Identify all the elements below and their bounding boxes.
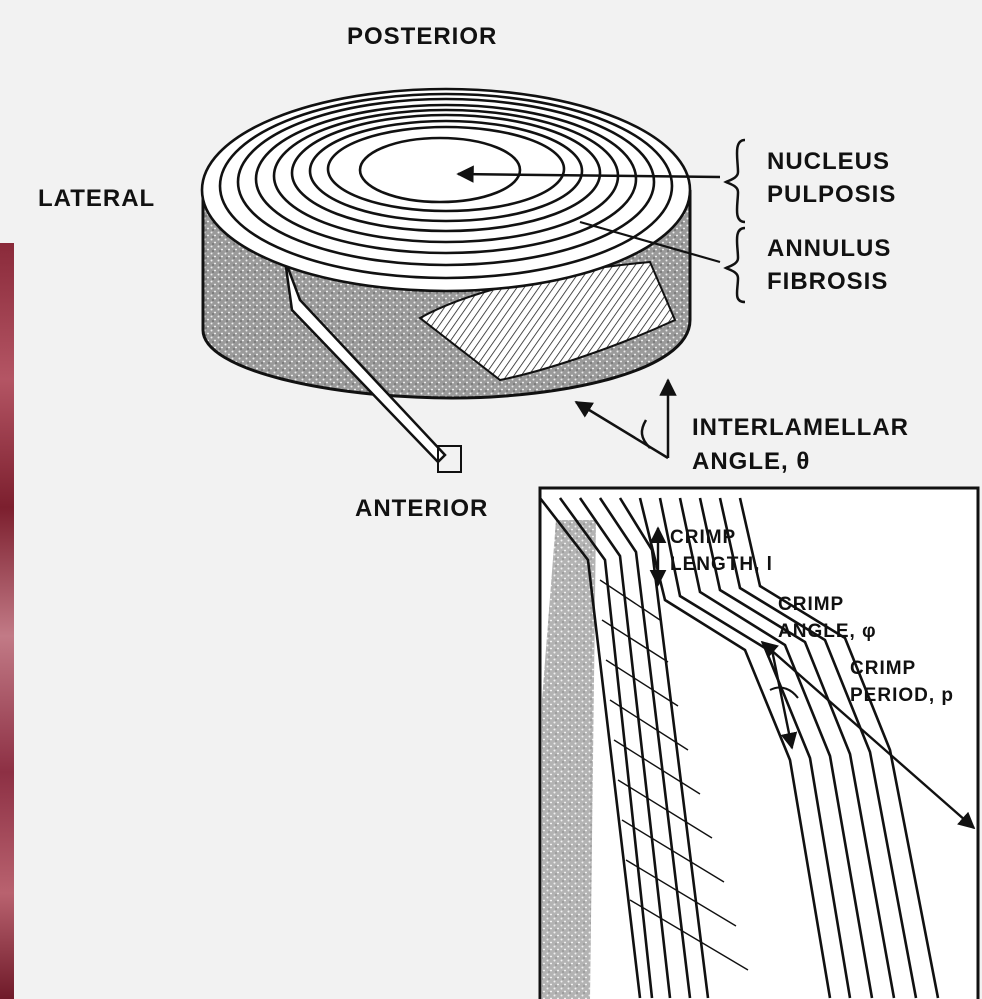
nucleus-brace [726, 140, 745, 222]
nucleus-label-line1: NUCLEUS [767, 147, 890, 176]
crimp-length-label-line2: LENGTH, l [670, 553, 773, 577]
interlamellar-label-line2: ANGLE, θ [692, 447, 810, 476]
crimp-angle-label-line2: ANGLE, φ [778, 620, 877, 644]
posterior-label: POSTERIOR [347, 22, 497, 51]
crimp-period-label-line2: PERIOD, p [850, 684, 954, 708]
annulus-label-line2: FIBROSIS [767, 267, 888, 296]
nucleus-label-line2: PULPOSIS [767, 180, 896, 209]
lateral-label: LATERAL [38, 184, 155, 213]
crimp-period-label-line1: CRIMP [850, 657, 916, 681]
nucleus-region [360, 138, 520, 202]
annulus-label-line1: ANNULUS [767, 234, 891, 263]
anterior-label: ANTERIOR [355, 494, 488, 523]
annulus-brace [726, 228, 745, 302]
interlamellar-label-line1: INTERLAMELLAR [692, 413, 909, 442]
crimp-length-label-line1: CRIMP [670, 526, 736, 550]
interlamellar-angle-symbol [576, 380, 668, 458]
disc-top-lamellae [202, 89, 690, 291]
crimp-angle-label-line1: CRIMP [778, 593, 844, 617]
